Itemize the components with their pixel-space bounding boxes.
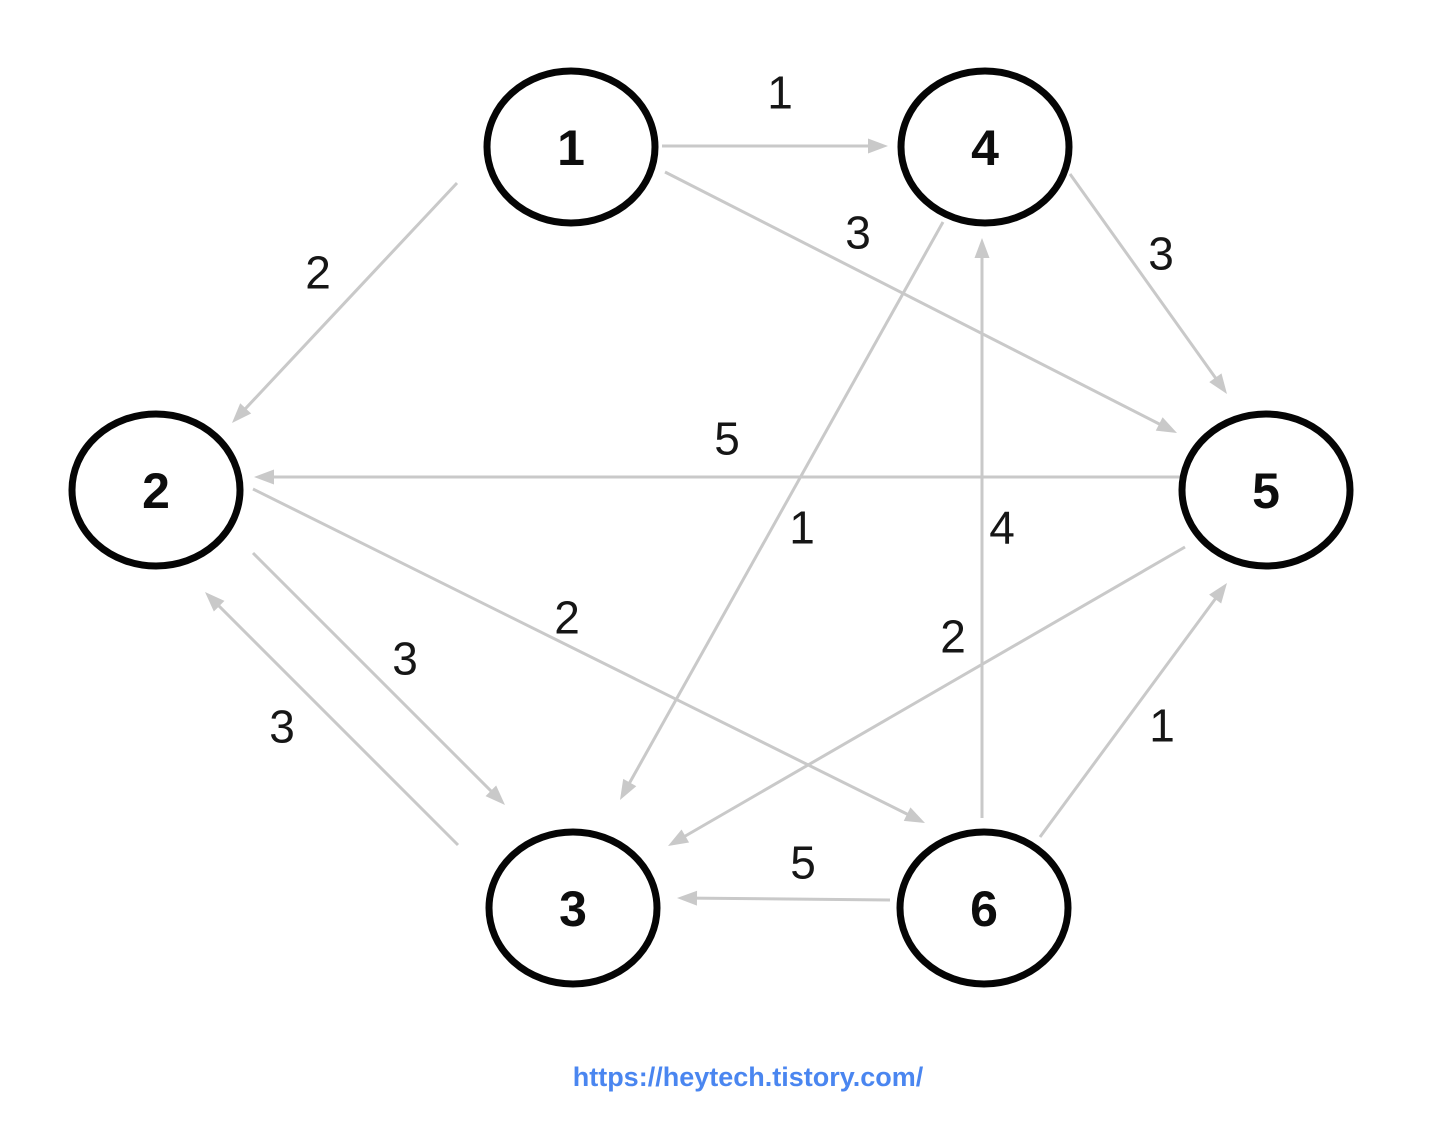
edge-5-3-weight-label: 2 (940, 611, 966, 663)
edge-6-3-line (692, 896, 891, 902)
edge-2-3-arrowhead (485, 785, 505, 805)
node-3-circle (485, 828, 661, 988)
edge-1-2-weight-label: 2 (305, 247, 331, 299)
edge-2-6-weight-label: 2 (554, 592, 580, 644)
edge-2-6-line (252, 487, 912, 818)
edge-5-2-weight-label: 5 (714, 413, 740, 465)
edge-6-5-weight-label: 1 (1149, 700, 1175, 752)
source-url-link[interactable]: https://heytech.tistory.com/ (572, 1062, 924, 1092)
edge-5-3-line (681, 545, 1186, 840)
edge-3-2-weight-label: 3 (269, 701, 295, 753)
node-6-label: 6 (970, 881, 998, 937)
edge-4-3-weight-label: 1 (789, 502, 815, 554)
edge-2-3-line (251, 551, 495, 795)
node-4-label: 4 (971, 120, 999, 176)
edge-6-3-arrowhead (677, 890, 698, 906)
edge-6-4-weight-label: 4 (989, 502, 1015, 554)
node-1-circle (483, 67, 659, 227)
edge-1-5-line (664, 170, 1164, 428)
edge-1-4-weight-label: 1 (767, 67, 793, 119)
node-5-circle (1178, 410, 1354, 570)
node-1-label: 1 (557, 120, 585, 176)
edge-4-5-line (1068, 173, 1219, 382)
edge-1-2-arrowhead (232, 403, 252, 423)
edge-1-2-line (241, 181, 459, 413)
edge-6-5-arrowhead (1209, 583, 1227, 604)
edge-5-3-arrowhead (668, 829, 690, 846)
node-5-label: 5 (1252, 463, 1280, 519)
node-2-circle (68, 410, 244, 570)
edge-3-2-line (215, 602, 460, 847)
edge-5-2-arrowhead (254, 469, 274, 485)
edge-1-4-arrowhead (868, 138, 888, 154)
node-6-circle (896, 828, 1072, 988)
node-2-label: 2 (142, 463, 170, 519)
node-3-label: 3 (559, 881, 587, 937)
edge-6-4-arrowhead (974, 238, 990, 258)
edge-1-5-arrowhead (1155, 417, 1177, 433)
edge-4-3-line (626, 221, 945, 787)
edge-4-5-arrowhead (1209, 373, 1227, 394)
edge-2-6-arrowhead (903, 807, 925, 823)
edge-1-5-weight-label: 3 (845, 207, 871, 259)
node-4-circle (897, 67, 1073, 227)
edge-4-3-arrowhead (620, 778, 637, 800)
edge-4-5-weight-label: 3 (1148, 228, 1174, 280)
edge-2-3-weight-label: 3 (392, 633, 418, 685)
edge-3-2-arrowhead (205, 592, 225, 612)
edge-6-5-line (1038, 594, 1219, 838)
edge-6-3-weight-label: 5 (790, 837, 816, 889)
